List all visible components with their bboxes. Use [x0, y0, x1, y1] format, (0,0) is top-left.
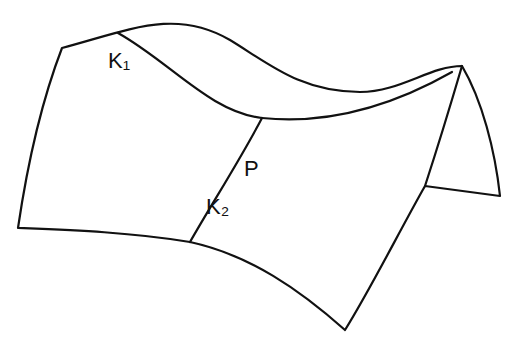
curve-k1: [118, 33, 452, 119]
curve-label: K₂: [206, 196, 229, 218]
surface-outline: [18, 24, 500, 330]
curve-k2: [190, 118, 262, 242]
surface-fold: [425, 66, 462, 186]
point-label: P: [244, 158, 259, 180]
curve-label: K₁: [108, 50, 130, 72]
